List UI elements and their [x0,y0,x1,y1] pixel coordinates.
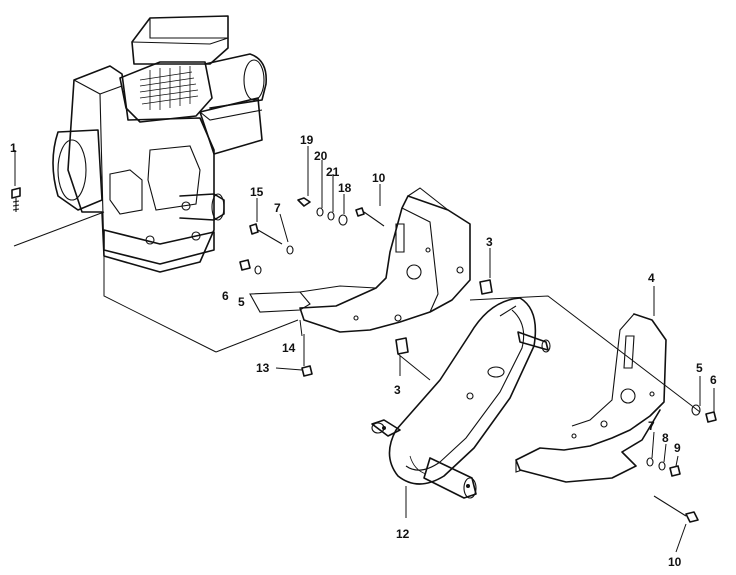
callout-1: 1 [10,141,17,155]
callout-21: 21 [326,165,340,179]
chain-case [371,297,551,499]
frame-bracket-left [249,187,471,333]
engine-assembly [52,15,267,273]
callout-6-right: 6 [710,373,717,387]
callout-8: 8 [662,431,669,445]
callout-5-right: 5 [696,361,703,375]
callout-20: 20 [314,149,328,163]
assembly-leader-lines [14,146,715,553]
callout-6-left: 6 [222,289,229,303]
callout-18: 18 [338,181,352,195]
callout-7-lower: 7 [648,419,655,433]
callout-9: 9 [674,441,681,455]
callout-15: 15 [250,185,264,199]
callout-12: 12 [396,527,410,541]
callout-3-upper: 3 [486,235,493,249]
callout-19: 19 [300,133,314,147]
callout-13: 13 [256,361,270,375]
callout-5-left: 5 [238,295,245,309]
callout-4: 4 [648,271,655,285]
engine-mounting-guide-lines [13,211,299,353]
callout-14: 14 [282,341,296,355]
callout-3-lower: 3 [394,383,401,397]
side-plate-right [515,313,667,483]
callout-10-lower: 10 [668,555,682,569]
callout-7-upper: 7 [274,201,281,215]
callout-10-upper: 10 [372,171,386,185]
part-callouts: 1 19 20 21 18 10 15 7 3 6 5 4 14 13 5 6 … [10,133,717,569]
hardware-parts [11,187,717,523]
